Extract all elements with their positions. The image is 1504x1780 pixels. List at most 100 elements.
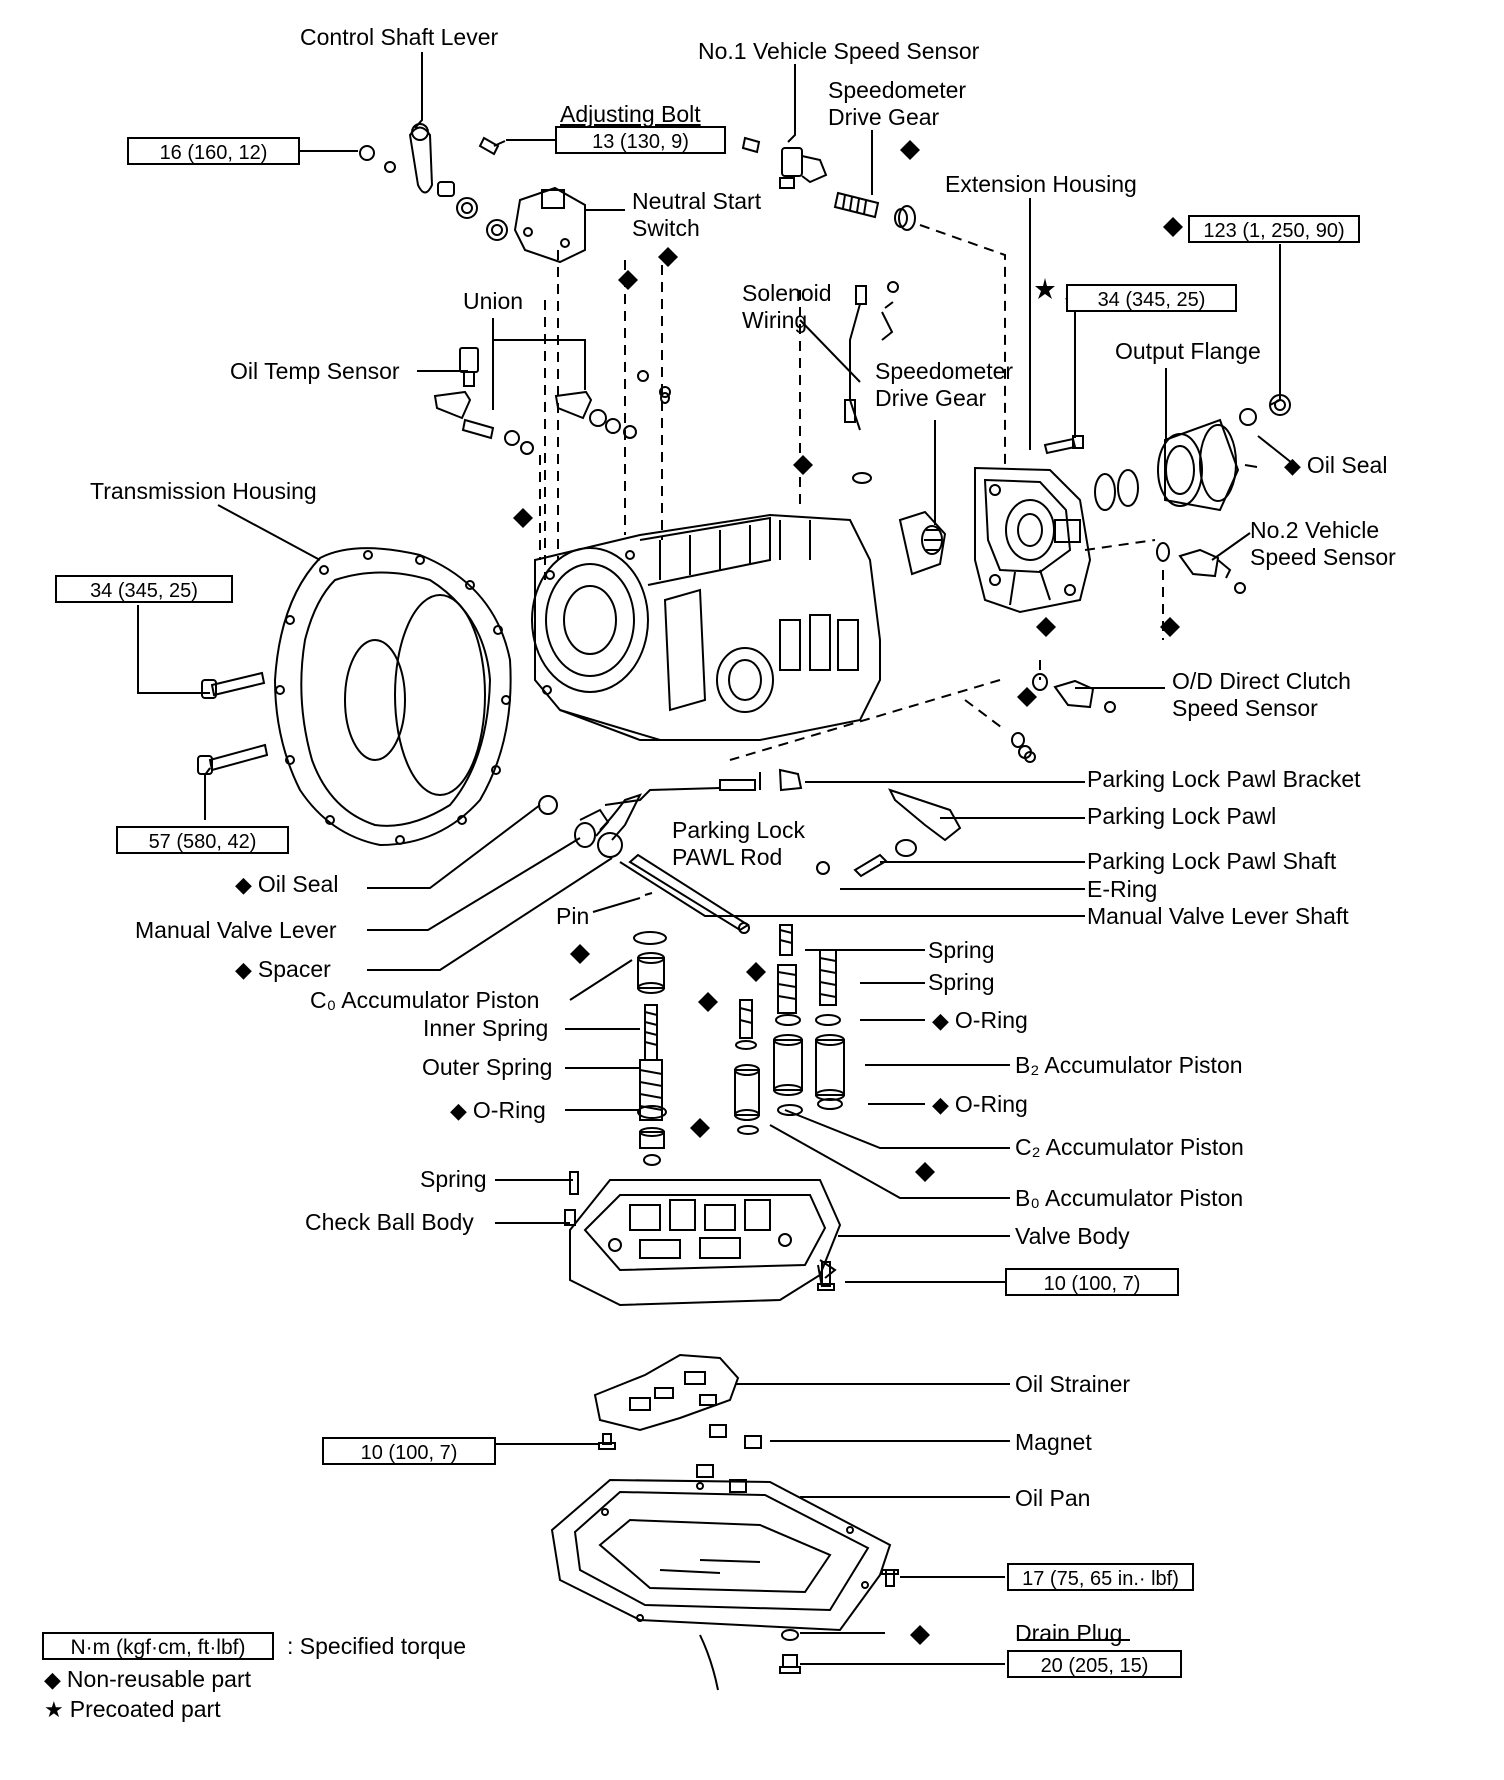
label-solenoid-wiring-a: Solenoid <box>742 280 832 306</box>
label-speedometer-drive-gear-2b: Drive Gear <box>875 385 987 411</box>
leader-lines <box>137 52 1293 1665</box>
parking-lock-group <box>538 768 962 934</box>
label-oil-strainer: Oil Strainer <box>1015 1371 1131 1397</box>
speedo-drive-gear-2-part <box>898 510 947 576</box>
label-c0-accumulator-piston: C₀ Accumulator Piston <box>310 987 540 1013</box>
diamond-marker <box>746 962 766 982</box>
label-e-ring: E-Ring <box>1087 876 1158 902</box>
diamond-marker <box>793 455 813 475</box>
diamond-marker <box>1163 217 1183 237</box>
torque-box-transmission-housing: 34 (345, 25) <box>55 575 233 603</box>
label-pin: Pin <box>556 903 590 929</box>
label-adjusting-bolt: Adjusting Bolt <box>560 101 701 127</box>
label-parking-lock-pawl-rod-a: Parking Lock <box>672 817 805 843</box>
diamond-icon: ◆ <box>932 1092 949 1117</box>
drain-plug-part <box>779 1629 801 1674</box>
label-parking-lock-pawl-bracket: Parking Lock Pawl Bracket <box>1087 766 1361 792</box>
star-icon: ★ <box>44 1697 64 1722</box>
diamond-marker <box>658 247 678 267</box>
speedo-drive-gear-part <box>833 191 916 231</box>
label-speedometer-drive-gear-1a: Speedometer <box>828 77 967 103</box>
oil-pan-part <box>550 1478 892 1691</box>
diamond-icon: ◆ <box>1284 453 1301 478</box>
label-check-ball-body: Check Ball Body <box>305 1209 474 1235</box>
output-flange-part <box>1094 394 1291 512</box>
legend-precoated: ★Precoated part <box>44 1696 221 1723</box>
label-manual-valve-lever: Manual Valve Lever <box>135 917 337 943</box>
diamond-icon: ◆ <box>44 1667 61 1692</box>
diamond-marker <box>1017 687 1037 707</box>
oil-seal-right-text: Oil Seal <box>1306 452 1388 478</box>
housing-bolts <box>197 671 269 775</box>
diamond-marker <box>1160 617 1180 637</box>
oil-strainer-part <box>593 1353 740 1432</box>
torque-box-oil-strainer: 10 (100, 7) <box>322 1437 496 1465</box>
label-magnet: Magnet <box>1015 1429 1092 1455</box>
label-no1-vehicle-speed-sensor: No.1 Vehicle Speed Sensor <box>698 38 980 64</box>
label-parking-lock-pawl-rod-b: PAWL Rod <box>672 844 783 870</box>
label-spring-1: Spring <box>928 937 995 963</box>
diamond-marker <box>513 508 533 528</box>
torque-box-drain-plug: 20 (205, 15) <box>1007 1650 1182 1678</box>
loose-o-rings <box>660 208 1116 763</box>
oil-seal-left-text: Oil Seal <box>257 871 339 897</box>
label-speedometer-drive-gear-1b: Drive Gear <box>828 104 940 130</box>
part-markers <box>513 140 1183 1645</box>
label-od-direct-clutch-b: Speed Sensor <box>1172 695 1318 721</box>
label-extension-housing: Extension Housing <box>945 171 1137 197</box>
label-oil-pan: Oil Pan <box>1015 1485 1091 1511</box>
torque-box-valve-body: 10 (100, 7) <box>1005 1268 1179 1296</box>
label-control-shaft-lever: Control Shaft Lever <box>300 24 499 50</box>
legend-precoated-text: Precoated part <box>69 1696 221 1722</box>
label-parking-lock-pawl-shaft: Parking Lock Pawl Shaft <box>1087 848 1337 874</box>
label-transmission-housing: Transmission Housing <box>90 478 317 504</box>
pan-bolt <box>881 1569 899 1587</box>
torque-box-adjusting-bolt: 13 (130, 9) <box>555 126 726 154</box>
legend: N·m (kgf·cm, ft·lbf) : Specified torque … <box>42 1632 562 1772</box>
label-neutral-start-switch-a: Neutral Start <box>632 188 762 214</box>
o-ring-right-1-text: O-Ring <box>954 1007 1028 1033</box>
label-spring-2: Spring <box>928 969 995 995</box>
diamond-icon: ◆ <box>932 1008 949 1033</box>
label-parking-lock-pawl: Parking Lock Pawl <box>1087 803 1277 829</box>
torque-box-housing-bolt: 57 (580, 42) <box>116 826 289 854</box>
accumulator-group <box>633 924 845 1166</box>
extension-bolts <box>1043 435 1084 455</box>
strainer-bolt <box>598 1433 616 1450</box>
star-marker <box>1035 278 1055 299</box>
no2-vss-part <box>1156 542 1246 594</box>
torque-box-control-shaft: 16 (160, 12) <box>127 137 300 165</box>
legend-nonreusable-text: Non-reusable part <box>66 1666 252 1692</box>
label-oil-seal-right: ◆Oil Seal <box>1284 452 1387 479</box>
legend-torque-desc: : Specified torque <box>287 1633 467 1659</box>
diamond-marker <box>618 270 638 290</box>
o-ring-left-text: O-Ring <box>472 1097 546 1123</box>
label-oil-temp-sensor: Oil Temp Sensor <box>230 358 400 384</box>
label-o-ring-right-1: ◆O-Ring <box>932 1007 1028 1034</box>
label-inner-spring: Inner Spring <box>423 1015 549 1041</box>
diamond-icon: ◆ <box>235 872 252 897</box>
extension-housing-part <box>974 466 1092 614</box>
label-od-direct-clutch-a: O/D Direct Clutch <box>1172 668 1351 694</box>
diamond-marker <box>900 140 920 160</box>
torque-box-oil-pan: 17 (75, 65 in.· lbf) <box>1007 1563 1194 1591</box>
diamond-marker <box>570 944 590 964</box>
label-outer-spring: Outer Spring <box>422 1054 553 1080</box>
label-solenoid-wiring-b: Wiring <box>742 307 808 333</box>
control-shaft-lever-group <box>359 123 508 241</box>
label-no2-vss-a: No.2 Vehicle <box>1250 517 1380 543</box>
label-o-ring-right-2: ◆O-Ring <box>932 1091 1028 1118</box>
oil-temp-sensor-part <box>433 347 534 455</box>
diamond-marker <box>1036 617 1056 637</box>
diamond-marker <box>915 1162 935 1182</box>
label-drain-plug: Drain Plug <box>1015 1620 1123 1646</box>
torque-box-extension-housing: 34 (345, 25) <box>1066 284 1237 312</box>
spacer-text: Spacer <box>257 956 331 982</box>
valve-body-bolt <box>817 1261 835 1291</box>
label-o-ring-left: ◆O-Ring <box>450 1097 546 1124</box>
label-manual-valve-lever-shaft: Manual Valve Lever Shaft <box>1087 903 1349 929</box>
union-part <box>554 370 671 439</box>
label-b2-accumulator-piston: B₂ Accumulator Piston <box>1015 1052 1243 1078</box>
